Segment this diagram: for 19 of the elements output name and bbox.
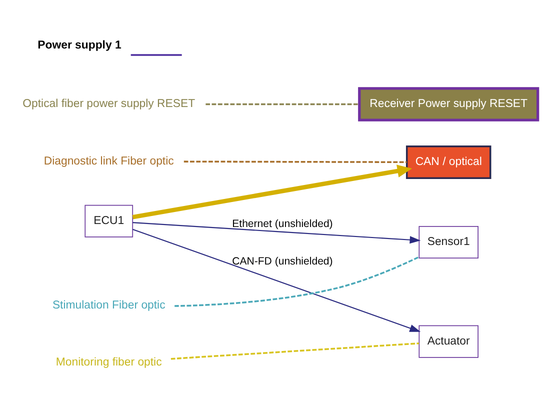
node-text: Optical fiber power supply RESET — [22, 98, 196, 110]
connector — [206, 102, 360, 105]
node-text: Diagnostic link Fiber optic — [44, 154, 174, 167]
node-box: Sensor1 — [418, 225, 478, 258]
connector — [170, 342, 420, 360]
node-box: Receiver Power supply RESET — [358, 86, 540, 121]
node-box: Actuator — [418, 324, 478, 358]
node-text: Stimulation Fiber optic — [52, 299, 166, 312]
node-box: CAN / optical — [406, 145, 492, 178]
legend-label: Power supply 1 — [38, 38, 122, 51]
node-text: Monitoring fiber optic — [56, 356, 162, 368]
arrow — [132, 222, 421, 244]
edge-label: Ethernet (unshielded) — [232, 217, 333, 230]
connector — [174, 256, 420, 306]
edge-label: CAN-FD (unshielded) — [232, 255, 333, 268]
node-box: ECU1 — [84, 204, 134, 237]
arrow — [132, 228, 421, 332]
arrow — [132, 164, 412, 219]
connector — [184, 160, 407, 163]
